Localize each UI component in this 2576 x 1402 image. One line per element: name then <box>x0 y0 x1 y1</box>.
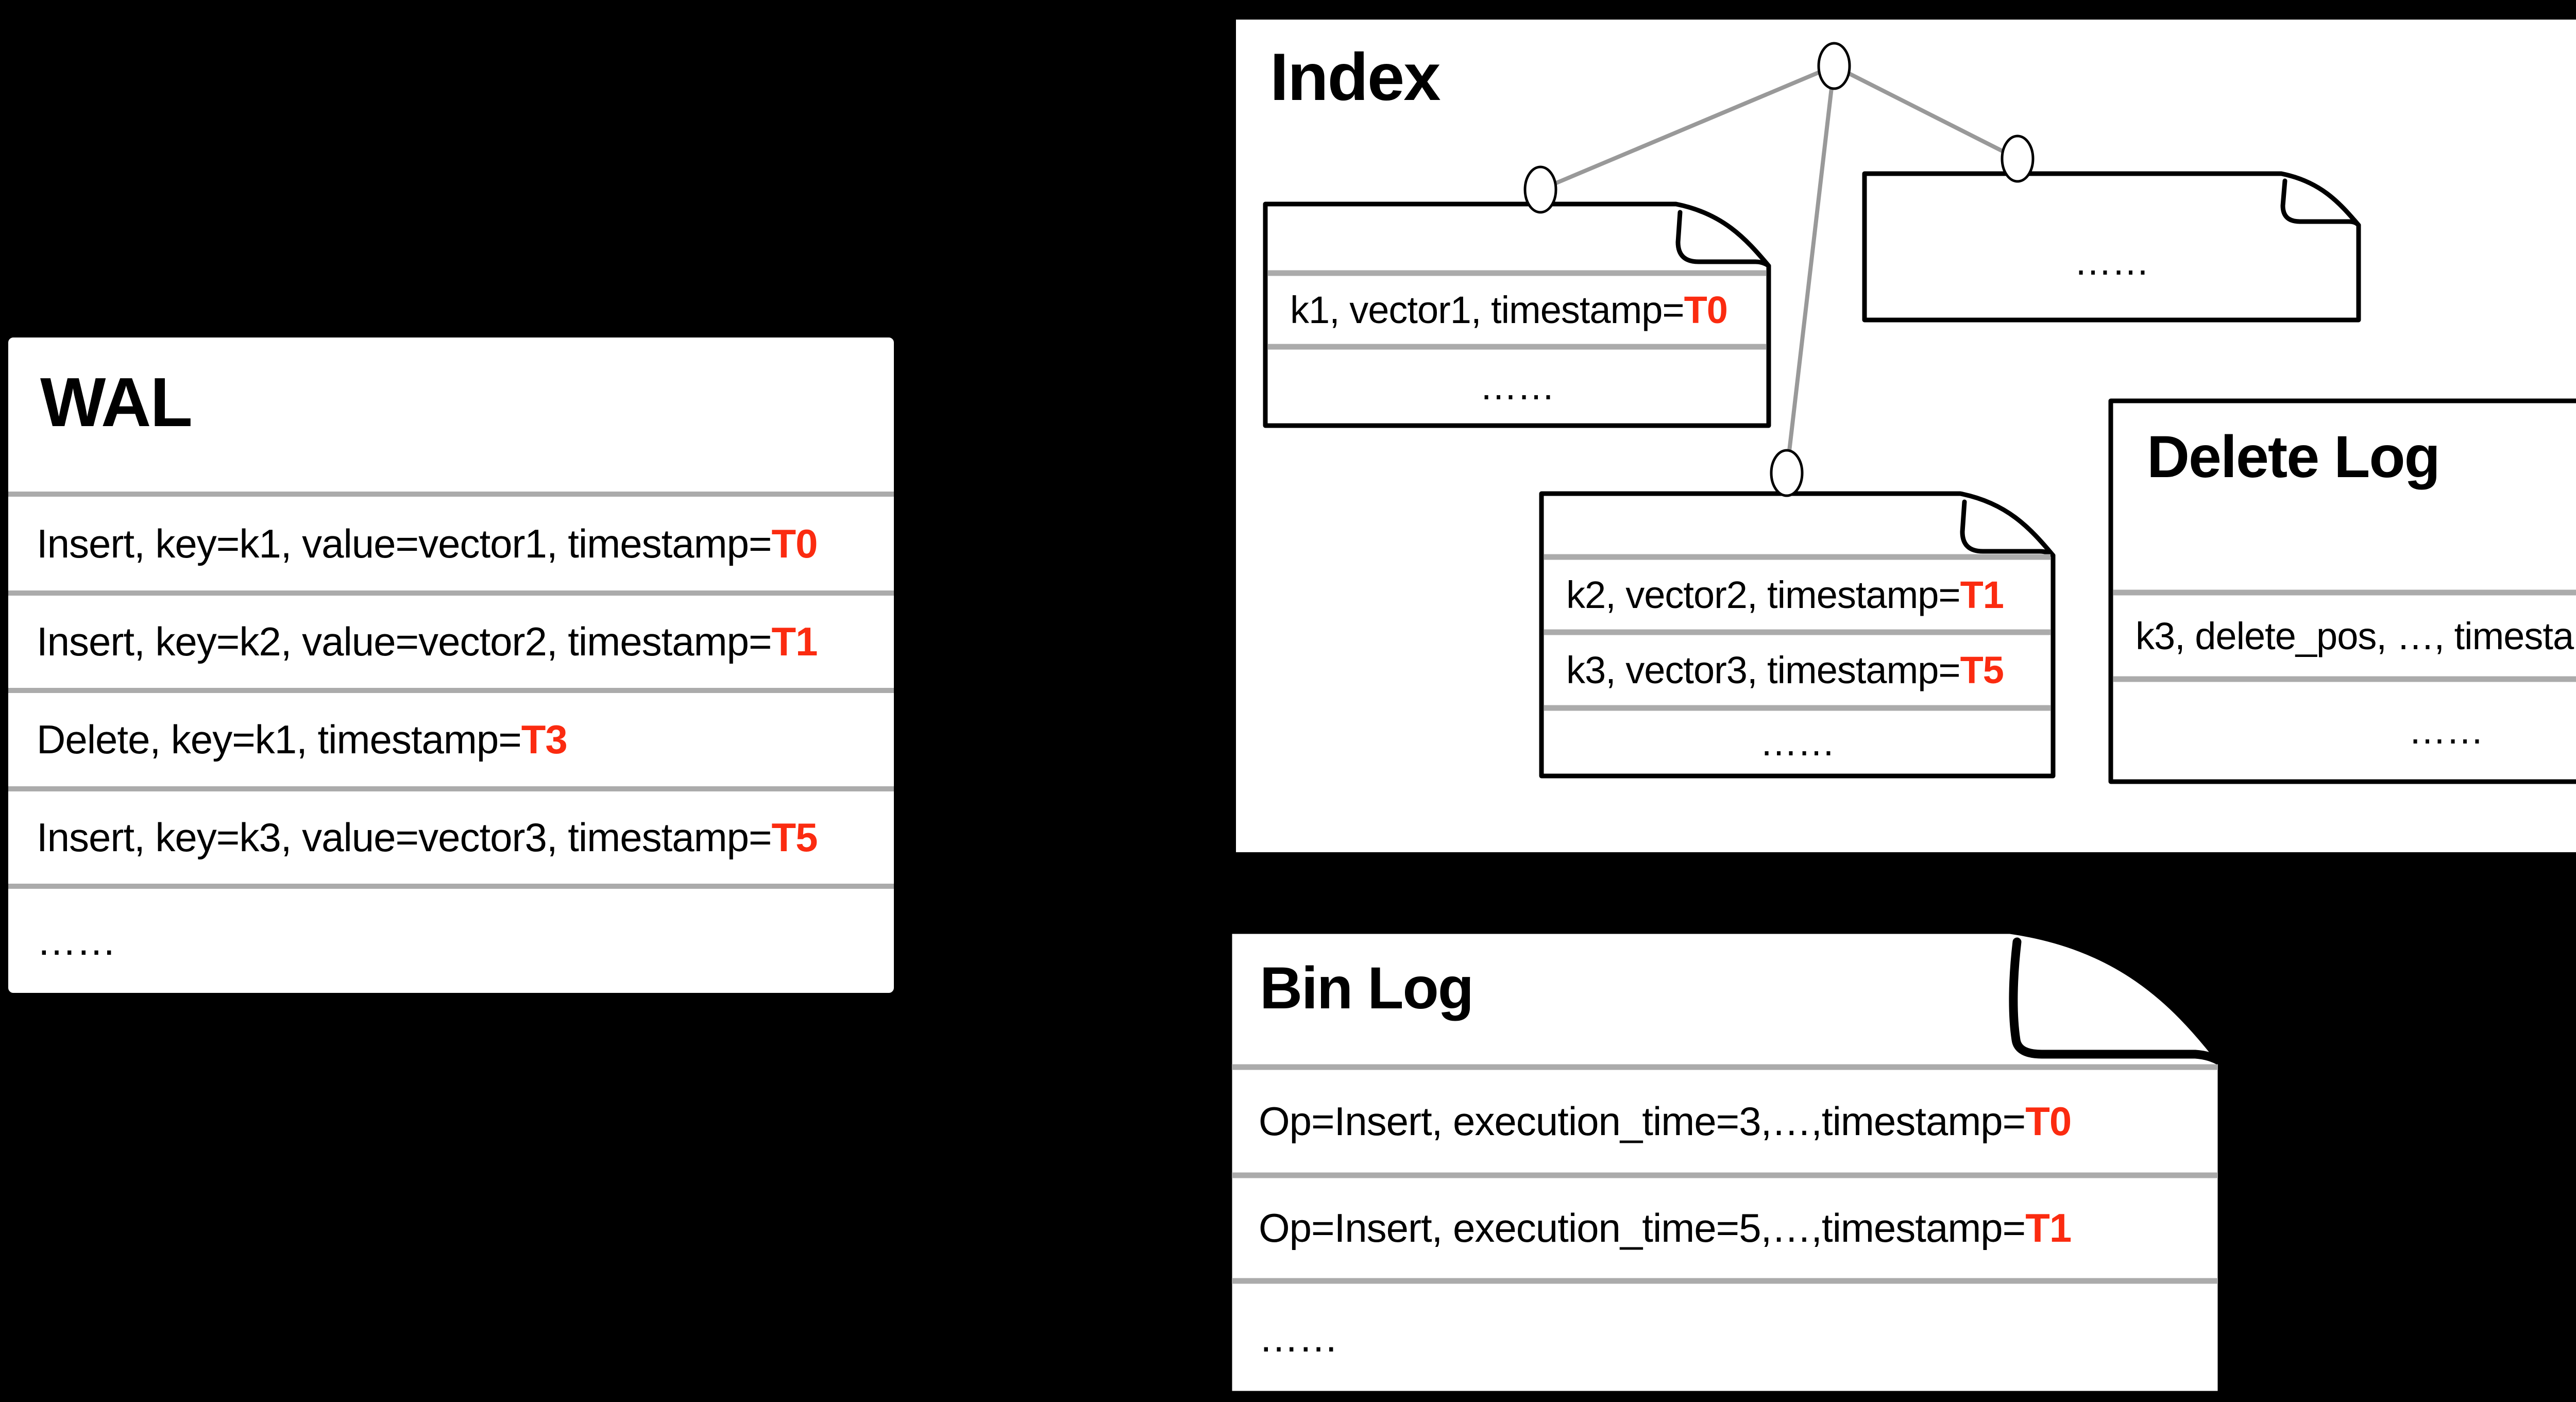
timestamp-value: T5 <box>1960 649 2004 691</box>
segment-row: k1, vector1, timestamp=T0 <box>1265 273 1769 347</box>
index-segment-doc-left: k1, vector1, timestamp=T0 …… <box>1263 201 1771 428</box>
ellipsis-text: …… <box>1479 365 1555 408</box>
folded-corner-icon <box>1960 499 2056 558</box>
delete-log-doc: Delete Log k3, delete_pos, …, timestamp=… <box>2108 398 2576 784</box>
wal-rows: Insert, key=k1, value=vector1, timestamp… <box>8 492 894 993</box>
delete-log-row-ellipsis: …… <box>2111 679 2576 782</box>
document-shape <box>1539 491 2056 779</box>
bin-log-row: Op=Insert, execution_time=5,…,timestamp=… <box>1229 1175 2221 1281</box>
segment-row-ellipsis: …… <box>1265 347 1769 426</box>
bin-log-row: Op=Insert, execution_time=3,…,timestamp=… <box>1229 1067 2221 1175</box>
bin-log-row-text: Op=Insert, execution_time=5,…,timestamp= <box>1259 1205 2026 1251</box>
document-shape <box>2108 398 2576 784</box>
delete-log-row: k3, delete_pos, …, timestamp=T3 <box>2111 593 2576 679</box>
timestamp-value: T1 <box>1960 573 2004 616</box>
wal-row: Insert, key=k2, value=vector2, timestamp… <box>8 590 894 688</box>
folded-corner-icon <box>2009 937 2226 1067</box>
timestamp-value: T5 <box>771 815 818 860</box>
wal-title: WAL <box>40 363 193 441</box>
bin-log-row-ellipsis: …… <box>1229 1281 2221 1394</box>
timestamp-value: T1 <box>2025 1205 2072 1251</box>
folded-corner-icon <box>2280 178 2361 228</box>
ellipsis-text: …… <box>2408 709 2484 752</box>
segment-row: k2, vector2, timestamp=T1 <box>1541 557 2053 632</box>
timestamp-value: T3 <box>521 717 568 762</box>
document-shape <box>1862 171 2361 323</box>
bin-log-title: Bin Log <box>1260 955 1474 1021</box>
segment-row-text: k1, vector1, timestamp= <box>1290 289 1685 331</box>
segment-row-text: k3, vector3, timestamp= <box>1566 649 1961 691</box>
timestamp-value: T0 <box>771 520 818 566</box>
timestamp-value: T0 <box>2025 1098 2072 1144</box>
folded-corner-icon <box>1675 210 1771 268</box>
wal-row-text: Insert, key=k3, value=vector3, timestamp… <box>37 815 772 860</box>
ellipsis-text: …… <box>1759 720 1836 764</box>
wal-row: Delete, key=k1, timestamp=T3 <box>8 688 894 786</box>
wal-row-text: Insert, key=k2, value=vector2, timestamp… <box>37 619 772 664</box>
timestamp-value: T1 <box>771 619 818 664</box>
index-title: Index <box>1270 39 1441 114</box>
segment-row-text: k2, vector2, timestamp= <box>1566 573 1961 616</box>
delete-log-row-text: k3, delete_pos, …, timestamp= <box>2136 614 2576 657</box>
wal-row: Insert, key=k1, value=vector1, timestamp… <box>8 492 894 590</box>
bin-log-doc: Bin Log Op=Insert, execution_time=3,…,ti… <box>1225 927 2226 1398</box>
segment-row-ellipsis: …… <box>1541 708 2053 776</box>
segment-row: k3, vector3, timestamp=T5 <box>1541 632 2053 708</box>
ellipsis-text: …… <box>2074 240 2150 283</box>
ellipsis-text: …… <box>1259 1314 1338 1360</box>
wal-row-ellipsis: …… <box>8 884 894 993</box>
segment-row-ellipsis: …… <box>1865 215 2359 308</box>
index-segment-doc-middle: k2, vector2, timestamp=T1 k3, vector3, t… <box>1539 491 2056 779</box>
document-shape <box>1225 927 2226 1398</box>
bin-log-row-text: Op=Insert, execution_time=3,…,timestamp= <box>1259 1098 2026 1144</box>
document-shape <box>1263 201 1771 428</box>
delete-log-title: Delete Log <box>2147 424 2441 490</box>
wal-box: WAL Insert, key=k1, value=vector1, times… <box>5 334 897 996</box>
wal-row: Insert, key=k3, value=vector3, timestamp… <box>8 786 894 884</box>
wal-row-text: Delete, key=k1, timestamp= <box>37 717 522 762</box>
timestamp-value: T0 <box>1684 289 1728 331</box>
wal-row-text: Insert, key=k1, value=vector1, timestamp… <box>37 520 772 566</box>
ellipsis-text: …… <box>37 918 116 964</box>
index-segment-doc-right: …… <box>1862 171 2361 323</box>
